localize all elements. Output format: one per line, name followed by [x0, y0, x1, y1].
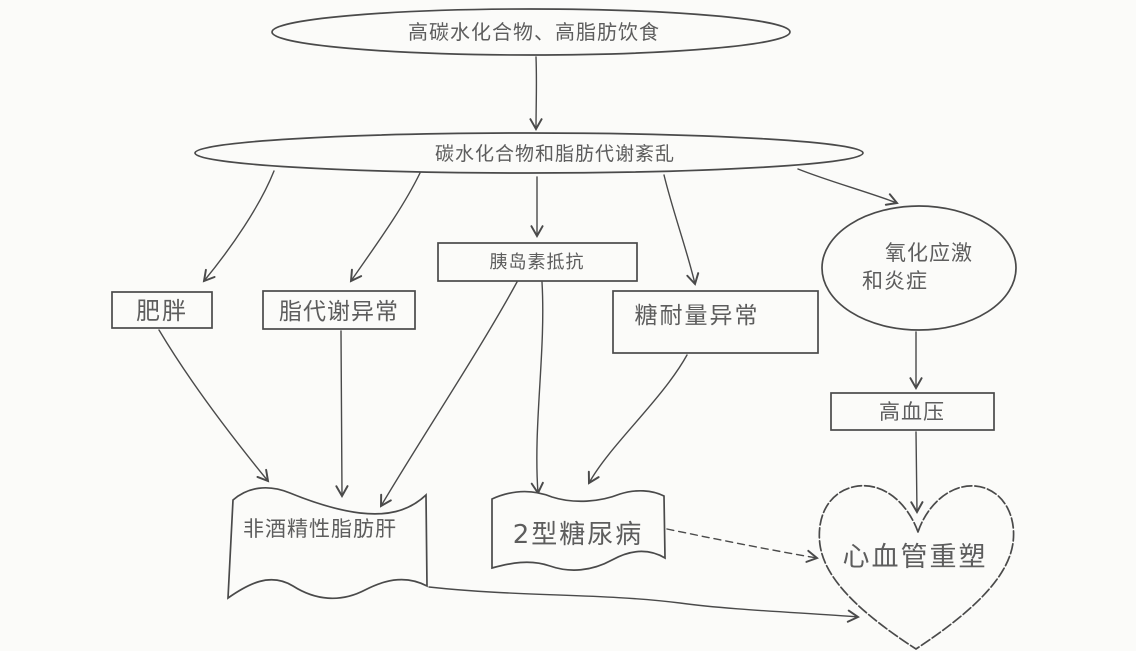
edge-hypertension-to-cardiac-remodeling [910, 431, 924, 514]
node-cardiac-remodeling-shape [818, 484, 1015, 651]
edge-impaired-glucose-tolerance-to-t2dm [587, 354, 688, 485]
node-diet-label: 高碳水化合物、高脂肪饮食 [408, 20, 660, 44]
node-impaired-glucose-tolerance-shape [612, 290, 819, 354]
node-hypertension-label: 高血压 [879, 400, 945, 424]
node-impaired-glucose-tolerance-label: 糖耐量异常 [635, 303, 760, 329]
edge-metabolic-disorder-to-impaired-glucose-tolerance [663, 174, 700, 286]
node-impaired-glucose-tolerance: 糖耐量异常 [612, 290, 819, 354]
edge-nafld-to-cardiac-remodeling [428, 586, 860, 623]
node-nafld: 非酒精性脂肪肝 [227, 486, 428, 600]
node-metabolic-disorder: 碳水化合物和脂肪代谢紊乱 [194, 132, 864, 174]
node-cardiac-remodeling: 心血管重塑 [818, 484, 1015, 651]
node-cardiac-remodeling-label: 心血管重塑 [843, 542, 988, 573]
node-oxidative-stress-label-line1: 氧化应激 [885, 241, 973, 265]
node-hypertension: 高血压 [830, 392, 995, 431]
node-t2dm: 2型糖尿病 [491, 490, 666, 571]
node-obesity-shape [111, 291, 213, 329]
node-oxidative-stress-shape [821, 205, 1017, 331]
node-t2dm-label: 2型糖尿病 [513, 520, 644, 550]
node-nafld-shape [227, 486, 428, 600]
edge-group [158, 56, 924, 623]
node-metabolic-disorder-label: 碳水化合物和脂肪代谢紊乱 [435, 143, 675, 165]
edge-dyslipidemia-to-nafld [335, 330, 349, 498]
node-metabolic-disorder-shape [194, 132, 864, 174]
edge-insulin-resistance-to-t2dm [530, 281, 544, 495]
node-obesity: 肥胖 [111, 291, 213, 329]
node-diet-shape [271, 8, 791, 56]
node-dyslipidemia: 脂代谢异常 [262, 290, 416, 330]
node-oxidative-stress: 氧化应激 和炎症 [821, 205, 1017, 331]
node-obesity-label: 肥胖 [136, 297, 188, 325]
node-hypertension-shape [830, 392, 995, 431]
node-nafld-label: 非酒精性脂肪肝 [243, 517, 397, 541]
edge-t2dm-to-cardiac-remodeling [666, 528, 819, 563]
edge-metabolic-disorder-to-obesity [202, 170, 275, 283]
edge-obesity-to-nafld [158, 329, 270, 483]
edge-insulin-resistance-to-nafld [379, 281, 518, 508]
edge-metabolic-disorder-to-oxidative-stress [797, 168, 899, 206]
node-dyslipidemia-shape [262, 290, 416, 330]
node-dyslipidemia-label: 脂代谢异常 [279, 299, 399, 325]
node-insulin-resistance-label: 胰岛素抵抗 [490, 252, 585, 273]
node-insulin-resistance: 胰岛素抵抗 [437, 242, 638, 282]
node-diet: 高碳水化合物、高脂肪饮食 [271, 8, 791, 56]
node-insulin-resistance-shape [437, 242, 638, 282]
node-oxidative-stress-label-line2: 和炎症 [862, 269, 928, 293]
edge-metabolic-disorder-to-dyslipidemia [349, 172, 421, 283]
node-t2dm-shape [491, 490, 666, 571]
